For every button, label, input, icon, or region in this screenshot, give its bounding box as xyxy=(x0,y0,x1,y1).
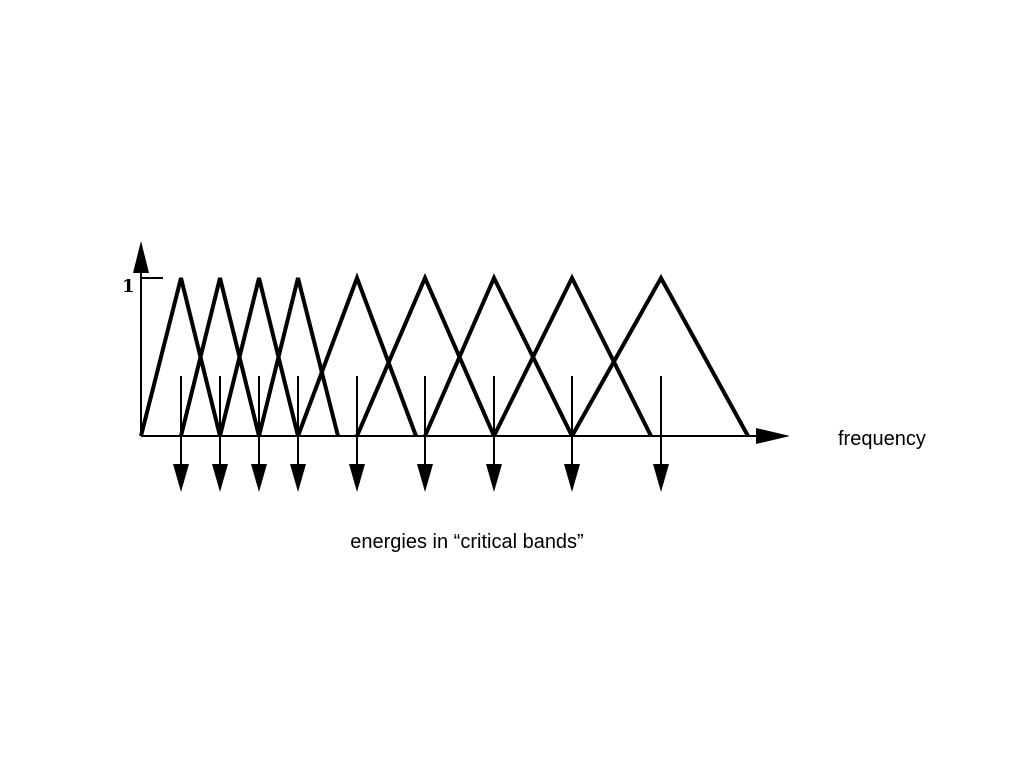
y-tick-label: 1 xyxy=(122,276,135,297)
energy-arrowhead xyxy=(486,464,502,492)
energy-arrow-8 xyxy=(564,376,580,492)
energy-arrowhead xyxy=(251,464,267,492)
energy-arrow-7 xyxy=(486,376,502,492)
energy-arrowhead xyxy=(417,464,433,492)
energy-output-arrows xyxy=(173,376,669,492)
filter-triangle-3 xyxy=(218,277,300,437)
energy-arrowhead xyxy=(349,464,365,492)
x-axis-arrowhead xyxy=(756,428,790,444)
energy-arrow-1 xyxy=(173,376,189,492)
energy-arrow-3 xyxy=(251,376,267,492)
energy-arrowhead xyxy=(564,464,580,492)
filter-triangle-6 xyxy=(355,272,496,437)
filter-triangle-1 xyxy=(139,277,222,437)
filter-triangle-2 xyxy=(179,277,261,437)
energy-arrowhead xyxy=(290,464,306,492)
filter-triangle-8 xyxy=(492,273,653,437)
y-axis-arrowhead xyxy=(133,241,149,273)
energy-arrow-5 xyxy=(349,376,365,492)
energy-arrow-2 xyxy=(212,376,228,492)
triangular-filters xyxy=(139,272,750,437)
energy-arrowhead xyxy=(212,464,228,492)
filter-triangle-4 xyxy=(257,277,340,437)
energy-arrow-9 xyxy=(653,376,669,492)
energy-arrow-4 xyxy=(290,376,306,492)
diagram-caption: energies in “critical bands” xyxy=(350,531,584,553)
energy-arrow-6 xyxy=(417,376,433,492)
energy-arrowhead xyxy=(173,464,189,492)
filter-triangle-5 xyxy=(296,272,418,437)
filter-triangle-7 xyxy=(423,273,574,437)
energy-arrowhead xyxy=(653,464,669,492)
filter-triangle-9 xyxy=(570,273,750,437)
x-axis-label: frequency xyxy=(838,428,926,450)
